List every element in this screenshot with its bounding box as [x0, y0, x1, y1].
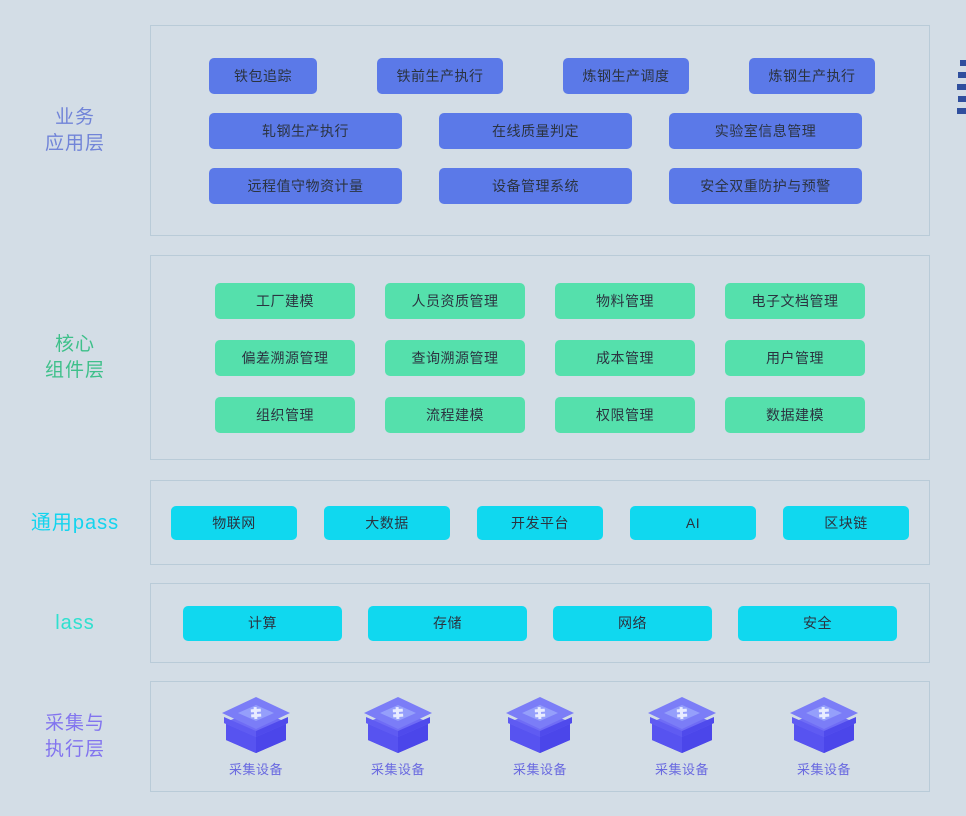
layer-label-iaas: lass [55, 612, 95, 634]
layer-business-application: 业务 应用层 铁包追踪 铁前生产执行 炼钢生产调度 炼钢生产执行 轧钢生产执行 … [0, 25, 930, 236]
core-item-chengben-guanli[interactable]: 成本管理 [555, 339, 695, 376]
device-caption: 采集设备 [228, 762, 283, 777]
layer-label-paas: 通用pass [30, 511, 120, 534]
list-item[interactable]: 采集设备 [642, 695, 722, 778]
device-caption: 采集设备 [654, 762, 709, 777]
list-item[interactable]: 采集设备 [216, 695, 296, 778]
iaas-item-anquan[interactable]: 安全 [738, 605, 897, 641]
business-item-tiebao-zhuizong[interactable]: 铁包追踪 [209, 57, 317, 94]
core-item-wuliao-guanli[interactable]: 物料管理 [555, 282, 695, 319]
device-cube-icon [788, 695, 860, 753]
business-item-yuancheng-zhishou-wuzi-jiliang[interactable]: 远程值守物资计量 [209, 167, 402, 204]
device-caption: 采集设备 [796, 762, 851, 777]
list-item[interactable]: 采集设备 [784, 695, 864, 778]
device-caption: 采集设备 [370, 762, 425, 777]
device-cube-icon [362, 695, 434, 753]
panel-business-application: 铁包追踪 铁前生产执行 炼钢生产调度 炼钢生产执行 轧钢生产执行 在线质量判定 … [150, 25, 930, 236]
core-item-gongchang-jianmo[interactable]: 工厂建模 [215, 282, 355, 319]
deco-dot [960, 60, 966, 66]
core-item-zuzhi-guanli[interactable]: 组织管理 [215, 396, 355, 433]
paas-item-qukuailian[interactable]: 区块链 [783, 505, 909, 540]
business-item-liangang-shengchan-diaodu[interactable]: 炼钢生产调度 [563, 57, 689, 94]
business-item-shebei-guanli-xitong[interactable]: 设备管理系统 [439, 167, 632, 204]
core-item-piancha-suyuan-guanli[interactable]: 偏差溯源管理 [215, 339, 355, 376]
paas-item-wulianwang[interactable]: 物联网 [171, 505, 297, 540]
deco-dot [957, 84, 966, 90]
paas-item-dashuju[interactable]: 大数据 [324, 505, 450, 540]
device-cube-icon [646, 695, 718, 753]
layer-core-component: 核心 组件层 工厂建模 人员资质管理 物料管理 电子文档管理 偏差溯源管理 查询… [0, 255, 930, 460]
core-item-yonghu-guanli[interactable]: 用户管理 [725, 339, 865, 376]
business-item-liangang-shengchan-zhixing[interactable]: 炼钢生产执行 [749, 57, 875, 94]
business-row-2: 轧钢生产执行 在线质量判定 实验室信息管理 [151, 112, 929, 149]
list-item[interactable]: 采集设备 [500, 695, 580, 778]
core-item-renyuan-zizhi-guanli[interactable]: 人员资质管理 [385, 282, 525, 319]
iaas-item-jisuan[interactable]: 计算 [183, 605, 342, 641]
deco-dot [958, 96, 966, 102]
layer-iaas: lass 计算 存储 网络 安全 [0, 583, 930, 663]
business-item-anquan-shuangzhong-fanghu-yujing[interactable]: 安全双重防护与预警 [669, 167, 862, 204]
panel-iaas: 计算 存储 网络 安全 [150, 583, 930, 663]
layer-label-collection: 采集与 执行层 [44, 712, 105, 760]
core-item-liucheng-jianmo[interactable]: 流程建模 [385, 396, 525, 433]
device-cube-icon [220, 695, 292, 753]
deco-dot [958, 72, 966, 78]
core-item-dianzi-wendang-guanli[interactable]: 电子文档管理 [725, 282, 865, 319]
business-row-1: 铁包追踪 铁前生产执行 炼钢生产调度 炼钢生产执行 [151, 57, 929, 94]
layer-label-business: 业务 应用层 [44, 106, 105, 154]
panel-general-paas: 物联网 大数据 开发平台 AI 区块链 [150, 480, 930, 565]
deco-dot [957, 108, 966, 114]
layer-label-core: 核心 组件层 [44, 333, 105, 381]
business-item-zhagang-shengchan-zhixing[interactable]: 轧钢生产执行 [209, 112, 402, 149]
panel-core-component: 工厂建模 人员资质管理 物料管理 电子文档管理 偏差溯源管理 查询溯源管理 成本… [150, 255, 930, 460]
panel-collection-execution: 采集设备 [150, 681, 930, 792]
business-row-3: 远程值守物资计量 设备管理系统 安全双重防护与预警 [151, 167, 929, 204]
layer-collection-execution: 采集与 执行层 [0, 681, 930, 792]
core-item-shuju-jianmo[interactable]: 数据建模 [725, 396, 865, 433]
device-caption: 采集设备 [512, 762, 567, 777]
core-item-quanxian-guanli[interactable]: 权限管理 [555, 396, 695, 433]
iaas-item-wangluo[interactable]: 网络 [553, 605, 712, 641]
list-item[interactable]: 采集设备 [358, 695, 438, 778]
paas-item-ai[interactable]: AI [630, 505, 756, 540]
device-cube-icon [504, 695, 576, 753]
right-edge-dots-decoration [952, 60, 966, 120]
paas-item-kaifa-pingtai[interactable]: 开发平台 [477, 505, 603, 540]
business-item-tieqian-shengchan-zhixing[interactable]: 铁前生产执行 [377, 57, 503, 94]
business-item-zaixian-zhiliang-panding[interactable]: 在线质量判定 [439, 112, 632, 149]
core-item-chaxun-suyuan-guanli[interactable]: 查询溯源管理 [385, 339, 525, 376]
layer-general-paas: 通用pass 物联网 大数据 开发平台 AI 区块链 [0, 480, 930, 565]
business-item-shiyanshi-xinxi-guanli[interactable]: 实验室信息管理 [669, 112, 862, 149]
iaas-item-cunchu[interactable]: 存储 [368, 605, 527, 641]
